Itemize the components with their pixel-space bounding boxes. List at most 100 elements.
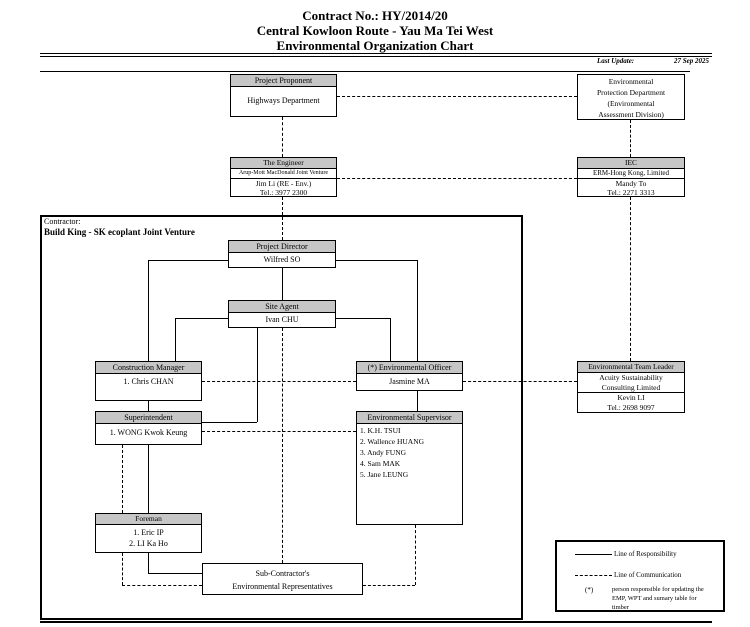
- box-superintendent-body: 1. WONG Kwok Keung: [109, 428, 188, 437]
- connector-superintendent-subc-v1: [122, 445, 123, 513]
- last-update: Last Update: 27 Sep 2025: [597, 57, 709, 65]
- box-environmental-officer-body: Jasmine MA: [389, 377, 430, 386]
- connector-director-cm-v: [148, 260, 149, 361]
- legend-solid-line-sample: [575, 554, 612, 555]
- legend-note-line2: EMP, WPT and sumary table for: [612, 595, 697, 602]
- box-construction-manager-header: Construction Manager: [96, 362, 201, 374]
- connector-engineer-iec: [337, 178, 577, 179]
- connector-proponent-epd: [337, 96, 577, 97]
- box-subcontractor-line2: Environmental Representatives: [232, 582, 333, 591]
- box-environmental-supervisor: Environmental Supervisor 1. K.H. TSUI 2.…: [356, 411, 463, 525]
- box-etl-person: Kevin LI: [617, 393, 645, 402]
- box-subcontractor-line1: Sub-Contractor's: [255, 569, 310, 578]
- connector-director-eo-v: [417, 260, 418, 361]
- connector-eo-supervisor: [417, 391, 418, 411]
- box-etl-company1: Acuity Sustainability: [599, 373, 663, 382]
- box-iec-header: IEC: [578, 158, 684, 169]
- legend-box: Line of Responsibility Line of Communica…: [555, 540, 725, 612]
- connector-superintendent-foreman: [148, 445, 149, 513]
- box-project-director: Project Director Wilfred SO: [228, 240, 336, 268]
- box-environmental-team-leader: Environmental Team Leader Acuity Sustain…: [577, 361, 685, 413]
- box-construction-manager-body: 1. Chris CHAN: [123, 377, 174, 386]
- title-chart-name: Environmental Organization Chart: [276, 38, 474, 53]
- connector-siteagent-cm-h: [175, 318, 228, 319]
- legend-note-line1: person responsible for updating the: [612, 586, 704, 593]
- box-subcontractor: Sub-Contractor's Environmental Represent…: [202, 563, 363, 595]
- connector-engineer-director: [282, 197, 283, 240]
- connector-director-eo-h: [336, 260, 417, 261]
- box-project-director-header: Project Director: [229, 241, 335, 253]
- connector-foreman-subc-v: [148, 553, 149, 573]
- connector-epd-iec: [630, 120, 631, 157]
- connector-foreman-subc-h: [148, 573, 202, 574]
- supervisor-member-5: 5. Jane LEUNG: [360, 470, 409, 479]
- box-project-director-body: Wilfred SO: [263, 255, 301, 264]
- last-update-value: 27 Sep 2025: [674, 57, 709, 65]
- box-superintendent-header: Superintendent: [96, 412, 201, 424]
- box-site-agent: Site Agent Ivan CHU: [228, 300, 336, 328]
- supervisor-member-3: 3. Andy FUNG: [360, 448, 407, 457]
- box-iec-tel: Tel.: 2271 3313: [607, 188, 655, 197]
- legend-note-line3: timber: [612, 604, 629, 611]
- box-foreman-header: Foreman: [96, 514, 201, 525]
- legend-note: person responsible for updating the EMP,…: [612, 585, 722, 612]
- connector-superintendent-subc-v2: [122, 553, 123, 585]
- connector-eo-team-leader: [463, 381, 577, 382]
- header-rule-bottom: [40, 71, 690, 72]
- connector-supervisor-subc-v: [415, 525, 416, 585]
- box-site-agent-header: Site Agent: [229, 301, 335, 313]
- contractor-label: Contractor: Build King - SK ecoplant Joi…: [44, 217, 195, 238]
- connector-siteagent-cm-v: [175, 318, 176, 361]
- header-rule-top: [40, 53, 712, 54]
- last-update-label: Last Update:: [597, 57, 635, 65]
- foreman-member-2: 2. LI Ka Ho: [129, 539, 168, 548]
- legend-responsibility-label: Line of Responsibility: [614, 550, 677, 558]
- connector-supervisor-subc-h: [363, 585, 415, 586]
- box-environmental-supervisor-header: Environmental Supervisor: [357, 412, 462, 424]
- box-project-proponent: Project Proponent Highways Department: [230, 74, 337, 117]
- box-iec-person: Mandy To: [615, 179, 647, 188]
- footer-rule: [40, 621, 712, 623]
- connector-siteagent-subcontractor: [282, 328, 283, 563]
- contractor-frame: [40, 215, 523, 620]
- connector-proponent-engineer: [282, 117, 283, 157]
- box-etl-company2: Consulting Limited: [601, 383, 661, 392]
- box-foreman: Foreman 1. Eric IP 2. LI Ka Ho: [95, 513, 202, 553]
- foreman-member-1: 1. Eric IP: [133, 528, 164, 537]
- box-epd-line4: Assessment Division): [598, 110, 664, 119]
- box-environmental-officer: (*) Environmental Officer Jasmine MA: [356, 361, 463, 391]
- box-epd-line3: (Environmental: [607, 99, 655, 108]
- box-engineer: The Engineer Arup-Mott MacDonald Joint V…: [230, 157, 337, 197]
- box-superintendent: Superintendent 1. WONG Kwok Keung: [95, 411, 202, 445]
- title-contract-no: Contract No.: HY/2014/20: [302, 8, 448, 23]
- connector-siteagent-eo-h: [336, 318, 390, 319]
- legend-dashed-line-sample: [575, 575, 612, 576]
- connector-superintendent-supervisor: [202, 431, 356, 432]
- connector-iec-team-leader: [630, 197, 631, 361]
- page-title: Contract No.: HY/2014/20 Central Kowloon…: [0, 8, 750, 53]
- box-environmental-officer-header: (*) Environmental Officer: [357, 362, 462, 374]
- box-engineer-header: The Engineer: [231, 158, 336, 169]
- box-iec-company: ERM-Hong Kong, Limited: [578, 169, 684, 179]
- supervisor-member-1: 1. K.H. TSUI: [360, 426, 401, 435]
- contractor-label-title: Contractor:: [44, 217, 81, 226]
- connector-siteagent-eo-v: [390, 318, 391, 361]
- connector-cm-superintendent: [148, 401, 149, 411]
- title-route: Central Kowloon Route - Yau Ma Tei West: [256, 23, 494, 38]
- connector-superintendent-subc-h: [122, 585, 202, 586]
- box-project-proponent-header: Project Proponent: [231, 75, 336, 87]
- connector-siteagent-superintendent-h: [202, 422, 257, 423]
- box-epd: Environmental Protection Department (Env…: [577, 74, 685, 120]
- contractor-name: Build King - SK ecoplant Joint Venture: [44, 227, 195, 237]
- legend-communication-label: Line of Communication: [614, 571, 682, 579]
- box-iec: IEC ERM-Hong Kong, Limited Mandy To Tel.…: [577, 157, 685, 197]
- box-engineer-tel: Tel.: 3977 2300: [259, 188, 308, 197]
- connector-cm-eo: [202, 381, 356, 382]
- box-engineer-company: Arup-Mott MacDonald Joint Venture: [231, 169, 336, 179]
- box-etl-header: Environmental Team Leader: [578, 362, 684, 373]
- box-project-proponent-body: Highways Department: [247, 96, 320, 105]
- legend-asterisk: (*): [585, 586, 594, 594]
- connector-director-site-agent: [282, 268, 283, 300]
- supervisor-member-4: 4. Sam MAK: [360, 459, 401, 468]
